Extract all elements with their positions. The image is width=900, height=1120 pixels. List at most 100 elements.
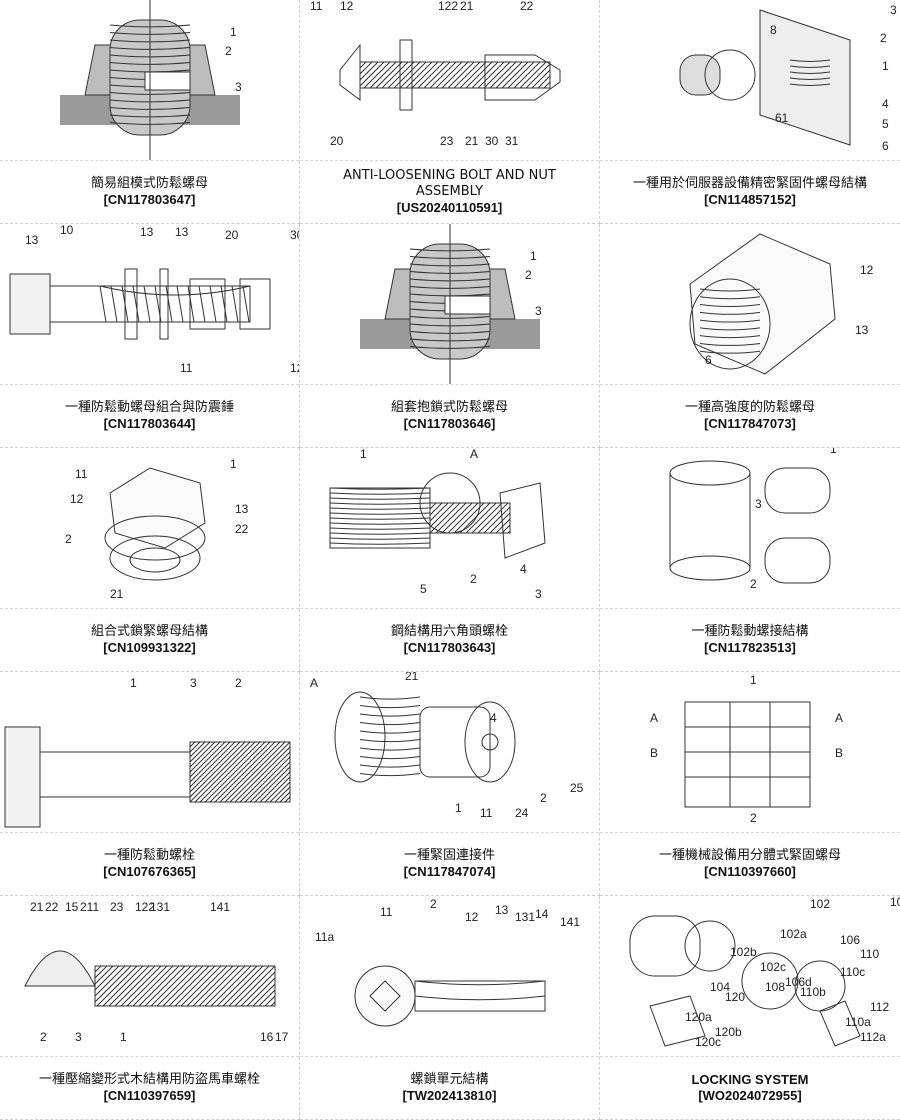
- reference-numeral: 6: [705, 353, 712, 367]
- patent-card: 1310131320301112一種防鬆動螺母組合與防震錘[CN11780364…: [0, 224, 300, 448]
- reference-numeral: 22: [45, 900, 59, 914]
- reference-numeral: 3: [890, 3, 897, 17]
- reference-numeral: 61: [775, 111, 789, 125]
- reference-numeral: 13: [495, 903, 509, 917]
- reference-numeral: 20: [330, 134, 344, 148]
- reference-numeral: 1: [360, 448, 367, 461]
- patent-figure: 1310131320301112: [0, 224, 299, 385]
- reference-numeral: 112a: [860, 1030, 886, 1044]
- reference-numeral: 1: [750, 673, 757, 687]
- reference-numeral: 3: [75, 1030, 82, 1044]
- reference-numeral: 12: [340, 0, 354, 13]
- reference-numeral: 110a: [845, 1015, 871, 1029]
- reference-numeral: 2: [65, 532, 72, 546]
- patent-title: 一種防鬆動螺母組合與防震錘: [64, 400, 234, 415]
- reference-numeral: 131: [150, 900, 170, 914]
- patent-drawing: 123: [360, 224, 542, 384]
- patent-caption: 一種用於伺服器設備精密緊固件螺母結構[CN114857152]: [600, 161, 900, 223]
- patent-number[interactable]: [TW202413810]: [402, 1088, 497, 1103]
- patent-title: 一種壓縮變形式木結構用防盜馬車螺栓: [38, 1072, 260, 1087]
- reference-numeral: 23: [440, 134, 454, 148]
- reference-numeral: 25: [570, 781, 584, 795]
- patent-number[interactable]: [CN117823513]: [704, 640, 796, 655]
- reference-numeral: 1: [230, 457, 237, 471]
- reference-numeral: 1: [882, 59, 889, 73]
- patent-title: 一種機械設備用分體式緊固螺母: [658, 848, 841, 863]
- patent-card: 102100102a102b106110102c104110c112120120…: [600, 896, 900, 1120]
- patent-number[interactable]: [CN110397660]: [704, 864, 796, 879]
- reference-numeral: 8: [770, 23, 777, 37]
- patent-number[interactable]: [CN117847073]: [704, 416, 796, 431]
- reference-numeral: A: [470, 448, 478, 461]
- patent-title: 一種緊固連接件: [403, 848, 495, 863]
- patent-title: 組套抱鎖式防鬆螺母: [390, 400, 508, 415]
- reference-numeral: 120c: [695, 1035, 721, 1049]
- patent-number[interactable]: [CN114857152]: [704, 192, 796, 207]
- patent-number[interactable]: [CN110397659]: [103, 1088, 196, 1103]
- reference-numeral: 141: [210, 900, 230, 914]
- reference-numeral: 1: [230, 25, 237, 39]
- reference-numeral: A: [310, 676, 318, 690]
- reference-numeral: 13: [175, 225, 189, 239]
- reference-numeral: 131: [515, 910, 535, 924]
- reference-numeral: 11: [180, 361, 193, 375]
- reference-numeral: 112: [870, 1000, 889, 1014]
- reference-numeral: 30: [290, 228, 299, 242]
- reference-numeral: 102b: [730, 945, 757, 959]
- reference-numeral: 1: [130, 676, 137, 690]
- patent-caption: 一種防鬆動螺母組合與防震錘[CN117803644]: [0, 385, 299, 447]
- reference-numeral: 110: [860, 947, 879, 961]
- reference-numeral: 14: [535, 907, 549, 921]
- reference-numeral: 21: [460, 0, 474, 13]
- reference-numeral: 2: [750, 577, 757, 591]
- reference-numeral: 21: [110, 587, 124, 601]
- reference-numeral: 2: [40, 1030, 47, 1044]
- patent-number[interactable]: [CN117803643]: [403, 640, 496, 655]
- reference-numeral: 102a: [780, 927, 807, 941]
- patent-number[interactable]: [CN117803646]: [403, 416, 496, 431]
- reference-numeral: 3: [190, 676, 197, 690]
- reference-numeral: 11: [310, 0, 323, 13]
- reference-numeral: 2: [525, 268, 532, 282]
- reference-numeral: 108: [765, 980, 785, 994]
- reference-numeral: 12: [290, 361, 299, 375]
- reference-numeral: 120b: [715, 1025, 742, 1039]
- patent-number[interactable]: [CN109931322]: [103, 640, 196, 655]
- patent-number[interactable]: [CN117803647]: [103, 192, 196, 207]
- patent-number[interactable]: [CN107676365]: [103, 864, 196, 879]
- reference-numeral: 24: [515, 806, 529, 820]
- patent-title: 一種防鬆動螺栓: [103, 848, 195, 863]
- reference-numeral: 3: [535, 304, 542, 318]
- patent-number[interactable]: [CN117803644]: [103, 416, 196, 431]
- patent-caption: 組套抱鎖式防鬆螺母[CN117803646]: [300, 385, 599, 447]
- patent-caption: 一種高強度的防鬆螺母[CN117847073]: [600, 385, 900, 447]
- patent-number[interactable]: [WO2024072955]: [698, 1088, 802, 1103]
- patent-drawing: 132: [669, 448, 837, 591]
- reference-numeral: 16: [260, 1030, 274, 1044]
- reference-numeral: 20: [225, 228, 239, 242]
- reference-numeral: 3: [755, 497, 762, 511]
- patent-number[interactable]: [US20240110591]: [396, 200, 503, 215]
- reference-numeral: 31: [505, 134, 519, 148]
- reference-numeral: A: [650, 711, 658, 725]
- patent-number[interactable]: [CN117847074]: [403, 864, 496, 879]
- reference-numeral: 102c: [760, 960, 786, 974]
